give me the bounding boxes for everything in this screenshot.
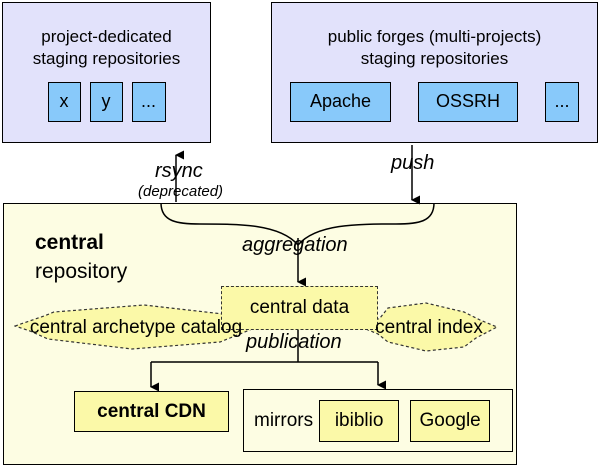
- forge-staging-title: public forges (multi-projects) staging r…: [327, 26, 542, 68]
- central-cdn-label: central CDN: [97, 400, 206, 422]
- project-staging-chip-row: x y ...: [47, 81, 166, 122]
- central-repository-title: central repository: [35, 228, 127, 286]
- mirrors-panel: mirrors ibiblio Google: [243, 389, 513, 452]
- rsync-deprecated-note: (deprecated): [138, 183, 224, 200]
- mirror-chip-ibiblio[interactable]: ibiblio: [319, 399, 400, 442]
- publication-edge-label: publication: [246, 331, 342, 353]
- aggregation-edge-label: aggregation: [242, 234, 348, 256]
- forge-staging-repositories-panel: public forges (multi-projects) staging r…: [271, 2, 598, 143]
- central-cdn-node[interactable]: central CDN: [74, 391, 229, 432]
- project-staging-title: project-dedicated staging repositories: [32, 26, 181, 68]
- forge-staging-chip-row: Apache OSSRH ...: [290, 81, 579, 122]
- archetype-catalog-label: central archetype catalog: [29, 317, 243, 338]
- central-data-node[interactable]: central data: [221, 286, 378, 330]
- central-data-label: central data: [249, 297, 350, 318]
- staging-chip-x[interactable]: x: [47, 81, 81, 122]
- central-archetype-catalog-node[interactable]: central archetype catalog: [14, 304, 258, 350]
- project-staging-repositories-panel: project-dedicated staging repositories x…: [2, 2, 211, 143]
- forge-chip-apache[interactable]: Apache: [290, 81, 391, 122]
- central-index-label: central index: [375, 317, 483, 338]
- rsync-edge-label: rsync: [155, 160, 203, 182]
- forge-chip-ossrh[interactable]: OSSRH: [418, 81, 518, 122]
- mirrors-label: mirrors: [254, 409, 314, 431]
- mirror-chip-google[interactable]: Google: [410, 399, 491, 442]
- central-index-shape: [360, 302, 498, 352]
- push-edge-label: push: [391, 152, 435, 174]
- staging-chip-y[interactable]: y: [89, 81, 123, 122]
- central-title-bold: central: [35, 231, 104, 254]
- central-title-thin: repository: [35, 260, 128, 283]
- staging-chip-more[interactable]: ...: [131, 81, 166, 122]
- central-index-node[interactable]: central index: [360, 300, 498, 354]
- forge-chip-more[interactable]: ...: [545, 81, 579, 122]
